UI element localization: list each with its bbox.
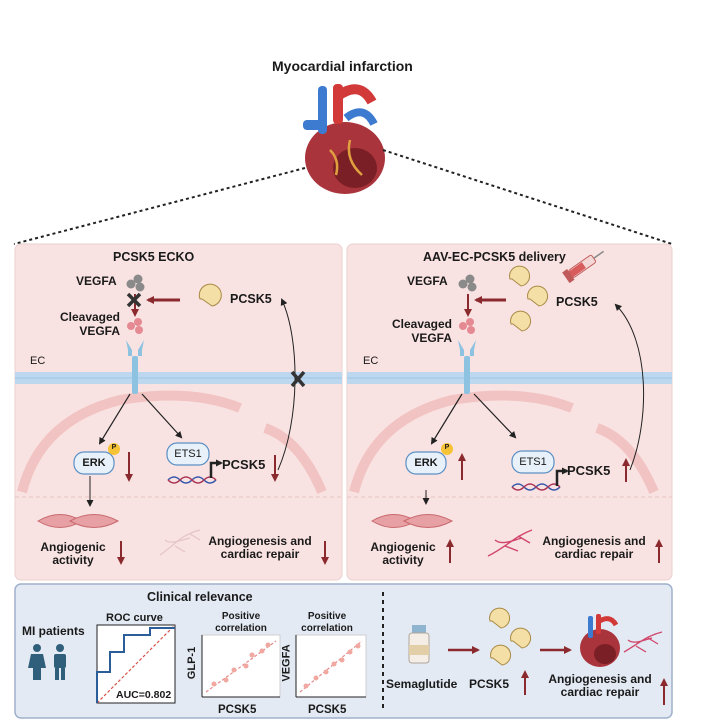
- corr-chart-1: [201, 634, 281, 698]
- right-nucleus-arc: [349, 390, 574, 494]
- clinical-repair-label-2: cardiac repair: [560, 685, 640, 699]
- clinical-vessel-sprouts-icon: [623, 631, 663, 653]
- right-erk-label: ERK: [414, 457, 438, 469]
- right-panel-title: AAV-EC-PCSK5 delivery: [423, 250, 566, 264]
- right-vessel-sprouts-icon: [487, 529, 533, 557]
- patients-icon: [28, 644, 66, 680]
- corr1-xlabel: PCSK5: [218, 704, 257, 716]
- left-pcsk5-gene-label: PCSK5: [222, 457, 266, 472]
- right-cleaved-label-2: VEGFA: [411, 331, 452, 345]
- left-ets1-arrow: [141, 393, 183, 439]
- small-heart-icon: [580, 614, 620, 667]
- right-cleaved-vegfa-icon: [459, 318, 475, 334]
- left-endothelial-cells-icon: [37, 514, 120, 528]
- left-ets1-label: ETS1: [174, 448, 202, 460]
- right-promoter-arrow: [555, 467, 569, 486]
- right-panel-bg: [346, 243, 673, 581]
- corr2-title-1: Positive: [307, 611, 347, 622]
- right-repair-label-1: Angiogenesis and: [542, 534, 646, 548]
- right-p-label: P: [444, 444, 450, 451]
- right-repair-label-2: cardiac repair: [554, 547, 634, 561]
- right-pcsk5-label: PCSK5: [556, 295, 598, 309]
- right-nucleus-arc-2: [595, 423, 659, 494]
- left-erk-node: [73, 451, 115, 475]
- left-secretion-block-x-icon: [290, 370, 306, 388]
- clinical-repair-label-1: Angiogenesis and: [548, 672, 652, 686]
- syringe-icon: [562, 250, 604, 284]
- zoom-line-left: [13, 167, 306, 245]
- left-ec-label: EC: [30, 355, 46, 367]
- clinical-pcsk5-label: PCSK5: [469, 677, 510, 691]
- right-membrane: [347, 372, 672, 384]
- clinical-pcsk5-enzyme-icon-1: [489, 607, 511, 629]
- corr2-title-2: correlation: [301, 623, 353, 634]
- left-repair-label-1: Angiogenesis and: [208, 534, 312, 548]
- right-ets1-arrow: [473, 393, 517, 439]
- right-pcsk5-enzyme-icon-3: [510, 310, 532, 332]
- right-cleaved-label-1: Cleavaged: [391, 317, 452, 331]
- left-phospho-badge: [108, 443, 120, 455]
- page-title: Myocardial infarction: [272, 58, 413, 74]
- left-pcsk5-enzyme-icon: [198, 283, 222, 307]
- left-nucleus-arc-2: [263, 423, 327, 494]
- right-erk-node: [405, 451, 447, 475]
- right-pcsk5-enzyme-icon-2: [527, 285, 549, 307]
- left-nucleus-arc: [17, 390, 242, 494]
- left-cleaved-vegfa-icon: [127, 318, 143, 334]
- left-receptor-icon: [126, 340, 144, 394]
- right-ec-label: EC: [363, 355, 379, 367]
- left-membrane: [15, 372, 342, 384]
- semaglutide-label: Semaglutide: [386, 677, 458, 691]
- left-vegfa-label: VEGFA: [76, 274, 117, 288]
- roc-title: ROC curve: [106, 612, 163, 624]
- left-erk-label: ERK: [82, 457, 106, 469]
- roc-chart: [96, 624, 176, 704]
- right-erk-arrow: [430, 393, 463, 445]
- clinical-pcsk5-enzyme-icon-3: [490, 644, 512, 666]
- right-pcsk5-enzyme-icon-1: [509, 265, 531, 287]
- mi-patients-label: MI patients: [22, 624, 85, 638]
- right-phospho-badge: [441, 443, 453, 455]
- left-cleaved-label-2: VEGFA: [79, 324, 120, 338]
- heart-icon: [303, 84, 385, 194]
- corr1-title-2: correlation: [215, 623, 267, 634]
- corr2-xlabel: PCSK5: [308, 704, 347, 716]
- right-pcsk5-gene-label: PCSK5: [567, 463, 611, 478]
- right-activity-label-2: activity: [382, 553, 424, 567]
- right-dna-icon: [511, 483, 561, 491]
- left-vegfa-dimer-icon: [126, 274, 145, 292]
- left-dna-icon: [167, 476, 217, 484]
- right-endothelial-cells-icon: [371, 514, 454, 528]
- right-ets1-node: [511, 450, 555, 474]
- left-ets1-node: [166, 442, 210, 466]
- zoom-line-right: [382, 149, 673, 245]
- left-activity-label-2: activity: [52, 553, 94, 567]
- left-cleaved-label-1: Cleavaged: [59, 310, 120, 324]
- corr1-title-1: Positive: [221, 611, 261, 622]
- vial-icon: [408, 625, 430, 664]
- left-p-label: P: [111, 444, 117, 451]
- roc-auc-label: AUC=0.802: [116, 689, 172, 701]
- clinical-title: Clinical relevance: [147, 590, 253, 604]
- left-panel-bg: [14, 243, 343, 581]
- right-ets1-label: ETS1: [519, 456, 547, 468]
- left-vessel-sprouts-icon: [159, 529, 201, 556]
- right-receptor-icon: [458, 340, 476, 394]
- right-vegfa-dimer-icon: [458, 274, 477, 292]
- corr-chart-2: [295, 634, 367, 698]
- left-block-x-icon: [126, 292, 142, 308]
- clinical-pcsk5-enzyme-icon-2: [510, 627, 532, 649]
- right-vegfa-label: VEGFA: [407, 274, 448, 288]
- left-erk-arrow: [98, 393, 131, 445]
- left-promoter-arrow: [209, 459, 223, 478]
- left-panel-title: PCSK5 ECKO: [113, 250, 195, 264]
- left-repair-label-2: cardiac repair: [220, 547, 300, 561]
- left-pcsk5-label: PCSK5: [230, 292, 272, 306]
- right-activity-label-1: Angiogenic: [370, 540, 436, 554]
- right-secretion-arrow: [614, 303, 645, 471]
- corr1-ylabel: GLP-1: [186, 646, 199, 680]
- left-activity-label-1: Angiogenic: [40, 540, 106, 554]
- corr2-ylabel: VEGFA: [280, 644, 293, 682]
